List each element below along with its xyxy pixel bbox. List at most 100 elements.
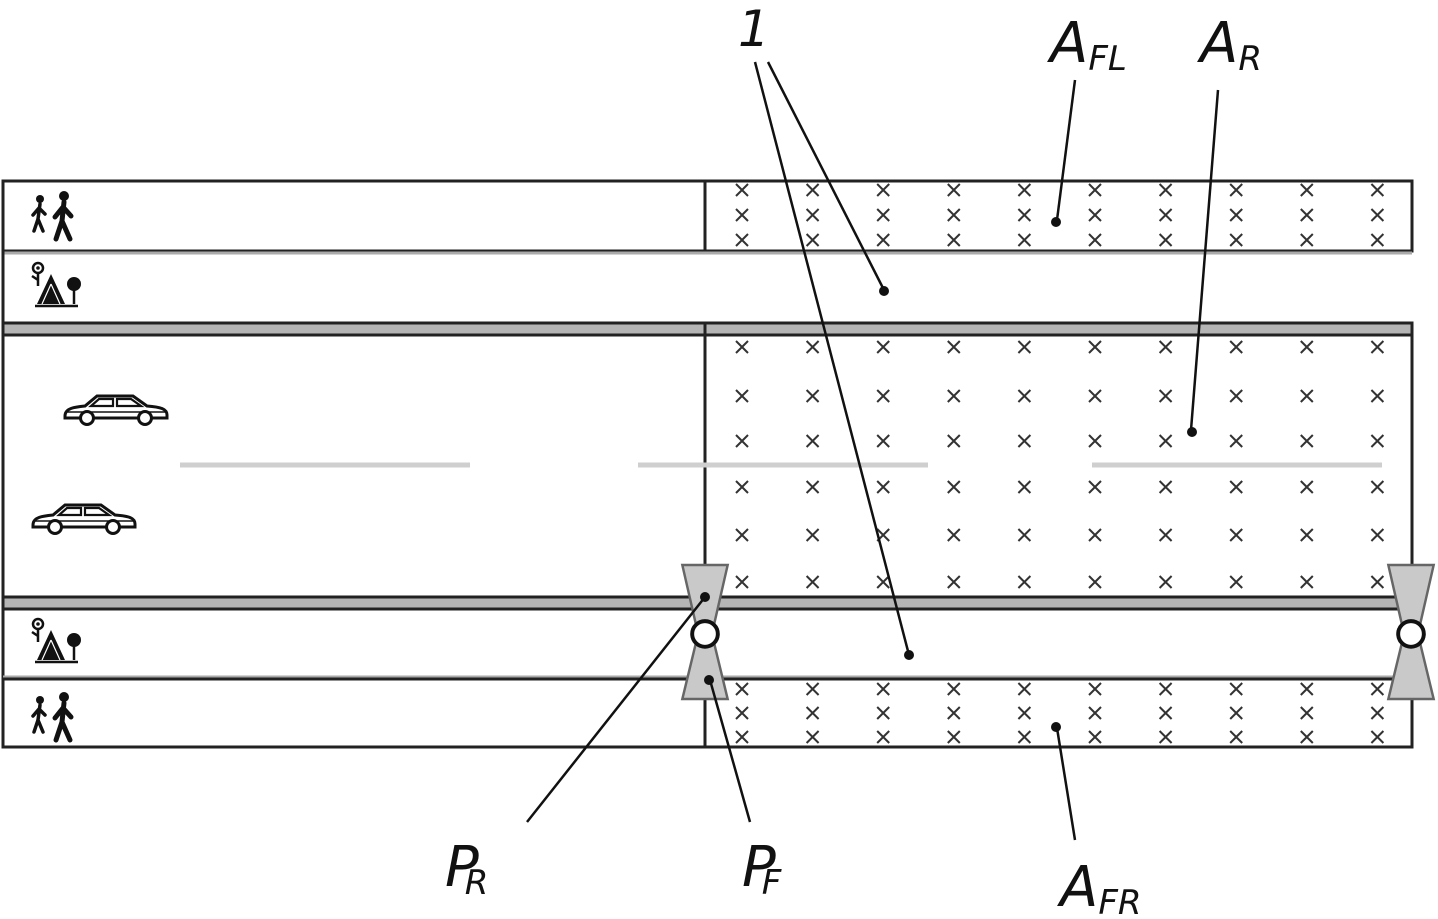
coverage-cross-icon — [735, 389, 749, 403]
coverage-cross-icon — [805, 233, 820, 247]
coverage-cross-icon — [1017, 389, 1032, 403]
coverage-cross-icon — [1088, 730, 1102, 744]
coverage-cross-icon — [1370, 480, 1385, 494]
coverage-cross-icon — [947, 208, 961, 222]
tree-icon — [30, 261, 83, 308]
sensor-icon — [1386, 563, 1436, 701]
coverage-cross-icon — [1229, 208, 1243, 222]
coverage-cross-icon — [1229, 183, 1243, 197]
coverage-cross-icon — [876, 575, 890, 589]
coverage-cross-icon — [1088, 682, 1102, 696]
coverage-cross-icon — [1370, 575, 1385, 589]
sidewalk-bottom — [1, 677, 1414, 749]
coverage-cross-icon — [805, 434, 820, 448]
coverage-cross-icon — [1300, 389, 1314, 403]
coverage-cross-icon — [805, 528, 820, 542]
leader-ar — [1189, 89, 1220, 431]
label-pf: PF — [742, 835, 782, 903]
coverage-cross-icon — [1300, 340, 1314, 354]
leader-afl — [1055, 79, 1077, 221]
coverage-cross-icon — [1229, 575, 1243, 589]
coverage-cross-icon — [1370, 233, 1385, 247]
coverage-cross-icon — [1300, 183, 1314, 197]
coverage-cross-icon — [1158, 208, 1173, 222]
coverage-cross-icon — [805, 682, 820, 696]
coverage-cross-icon — [1158, 528, 1173, 542]
coverage-cross-icon — [1300, 434, 1314, 448]
point-pr — [700, 592, 710, 602]
label-1: 1 — [738, 0, 770, 58]
curb-top — [1, 321, 1414, 337]
coverage-cross-icon — [735, 434, 749, 448]
coverage-cross-icon — [947, 434, 961, 448]
coverage-cross-icon — [1370, 528, 1385, 542]
coverage-cross-icon — [1300, 682, 1314, 696]
coverage-cross-icon — [876, 434, 890, 448]
leader-afr — [1055, 727, 1077, 841]
coverage-cross-icon — [735, 730, 749, 744]
coverage-cross-icon — [1017, 730, 1032, 744]
coverage-cross-icon — [876, 730, 890, 744]
leader-pf — [708, 679, 752, 823]
coverage-cross-icon — [1158, 706, 1173, 720]
coverage-cross-icon — [1300, 730, 1314, 744]
coverage-cross-icon — [947, 575, 961, 589]
coverage-cross-icon — [1229, 434, 1243, 448]
coverage-cross-icon — [876, 480, 890, 494]
point-afl — [1051, 217, 1061, 227]
coverage-cross-icon — [1088, 575, 1102, 589]
coverage-cross-icon — [1158, 340, 1173, 354]
coverage-cross-icon — [1017, 528, 1032, 542]
point-pf — [704, 675, 714, 685]
label-pr: PR — [445, 835, 488, 903]
coverage-cross-icon — [1229, 480, 1243, 494]
leader-lines — [526, 61, 1220, 841]
label-afl: AFL — [1047, 11, 1127, 79]
coverage-cross-icon — [947, 480, 961, 494]
coverage-cross-icon — [876, 340, 890, 354]
coverage-cross-icon — [947, 528, 961, 542]
coverage-cross-icon — [1229, 528, 1243, 542]
coverage-cross-icon — [1300, 208, 1314, 222]
coverage-cross-icon — [876, 233, 890, 247]
coverage-cross-icon — [1158, 480, 1173, 494]
coverage-cross-icon — [1017, 480, 1032, 494]
coverage-cross-icon — [1088, 183, 1102, 197]
coverage-cross-icon — [805, 480, 820, 494]
coverage-cross-icon — [1017, 706, 1032, 720]
coverage-cross-icon — [805, 208, 820, 222]
coverage-cross-icon — [876, 208, 890, 222]
coverage-cross-icon — [1229, 730, 1243, 744]
coverage-cross-icon — [805, 340, 820, 354]
coverage-cross-icon — [735, 183, 749, 197]
coverage-cross-icon — [1088, 480, 1102, 494]
reference-points — [700, 217, 1197, 732]
point-afr — [1051, 722, 1061, 732]
coverage-cross-icon — [1017, 208, 1032, 222]
coverage-cross-icon — [1088, 528, 1102, 542]
coverage-cross-icon — [1370, 682, 1385, 696]
coverage-cross-icon — [735, 208, 749, 222]
coverage-cross-icon — [947, 682, 961, 696]
coverage-cross-icon — [735, 706, 749, 720]
coverage-cross-icon — [1370, 389, 1385, 403]
point-green-top — [879, 286, 889, 296]
coverage-cross-icon — [1088, 706, 1102, 720]
coverage-cross-icon — [1017, 434, 1032, 448]
coverage-cross-icon — [805, 389, 820, 403]
coverage-cross-icon — [1370, 434, 1385, 448]
coverage-cross-icon — [805, 730, 820, 744]
coverage-cross-icon — [1229, 340, 1243, 354]
coverage-cross-icon — [1158, 233, 1173, 247]
coverage-cross-icon — [947, 706, 961, 720]
coverage-cross-icon — [805, 706, 820, 720]
coverage-cross-icon — [1370, 706, 1385, 720]
coverage-cross-icon — [1088, 233, 1102, 247]
coverage-cross-icon — [1017, 682, 1032, 696]
coverage-cross-icon — [735, 682, 749, 696]
coverage-cross-icon — [947, 233, 961, 247]
coverage-cross-icon — [876, 183, 890, 197]
coverage-cross-icon — [1088, 434, 1102, 448]
sidewalk-top — [1, 179, 1414, 253]
coverage-cross-icon — [1370, 183, 1385, 197]
